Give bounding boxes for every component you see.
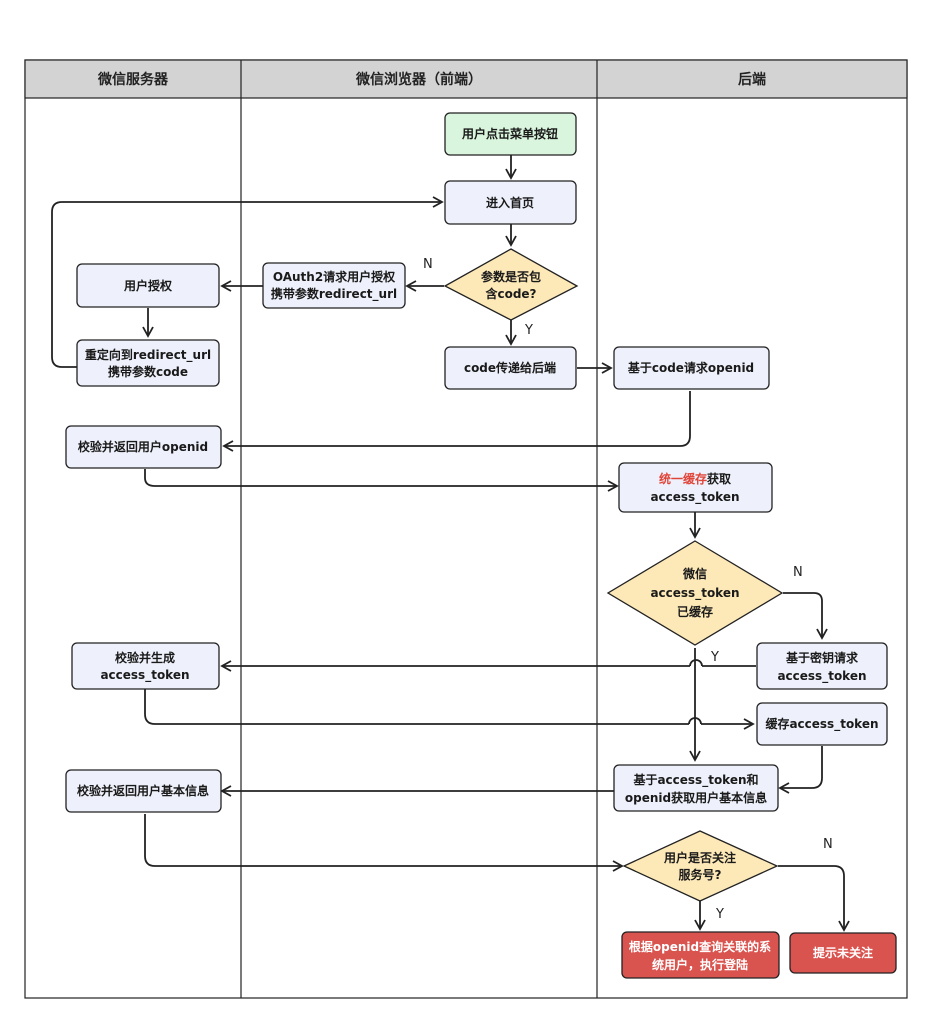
node-query-and-login: 根据openid查询关联的系 统用户，执行登陆 bbox=[621, 931, 780, 979]
node-click-menu: 用户点击菜单按钮 bbox=[444, 112, 577, 156]
node-not-followed: 提示未关注 bbox=[789, 932, 897, 974]
decision-follows-line1: 用户是否关注 bbox=[663, 850, 736, 865]
node-get-user-info-line1: 基于access_token和 bbox=[632, 772, 758, 788]
decision-has-code: 参数是否包 含code? bbox=[443, 248, 579, 321]
node-click-menu-text: 用户点击菜单按钮 bbox=[461, 126, 558, 141]
decision-follows-service: 用户是否关注 服务号? bbox=[622, 830, 779, 902]
node-unified-cache: 统一缓存获取 access_token bbox=[618, 462, 773, 513]
decision-token-cached-line1: 微信 bbox=[682, 566, 707, 581]
node-code-to-backend: code传递给后端 bbox=[444, 346, 577, 390]
node-not-followed-text: 提示未关注 bbox=[813, 945, 873, 960]
decision-has-code-line1: 参数是否包 bbox=[481, 269, 541, 284]
decision-has-code-line2: 含code? bbox=[485, 286, 536, 301]
arrow-not-cached bbox=[783, 592, 828, 640]
node-unified-cache-line1: 统一缓存获取 bbox=[659, 471, 731, 486]
node-request-by-secret-line1: 基于密钥请求 bbox=[785, 650, 859, 665]
arrow-store-to-info bbox=[778, 746, 823, 794]
arrow-gen-right-a bbox=[144, 689, 689, 725]
arrow-follow-no bbox=[778, 865, 850, 932]
node-enter-home: 进入首页 bbox=[444, 180, 577, 225]
node-oauth-request: OAuth2请求用户授权 携带参数redirect_url bbox=[262, 262, 406, 309]
node-query-login-line2: 统用户，执行登陆 bbox=[652, 957, 748, 972]
arrow-request-openid bbox=[222, 391, 691, 452]
node-get-user-info-line2: openid获取用户基本信息 bbox=[625, 790, 767, 805]
node-generate-token: 校验并生成 access_token bbox=[71, 642, 220, 690]
node-request-openid: 基于code请求openid bbox=[613, 346, 770, 390]
label-y-code: Y bbox=[524, 323, 533, 338]
node-verify-openid: 校验并返回用户openid bbox=[65, 425, 222, 469]
node-get-user-info: 基于access_token和 openid获取用户基本信息 bbox=[613, 764, 779, 812]
node-redirect-line2: 携带参数code bbox=[108, 364, 188, 379]
node-unified-cache-highlight: 统一缓存 bbox=[659, 471, 707, 486]
node-oauth-line2: 携带参数redirect_url bbox=[271, 286, 397, 302]
node-return-info-text: 校验并返回用户基本信息 bbox=[77, 783, 209, 798]
node-request-openid-text: 基于code请求openid bbox=[627, 360, 754, 375]
node-unified-cache-line2: access_token bbox=[650, 490, 739, 505]
lane-header-bar bbox=[24, 59, 908, 99]
node-redirect: 重定向到redirect_url 携带参数code bbox=[76, 339, 220, 387]
node-enter-home-text: 进入首页 bbox=[486, 195, 534, 210]
arrow-redirect-to-home bbox=[51, 196, 444, 368]
lane-title-wechat-server: 微信服务器 bbox=[97, 71, 169, 88]
node-store-token-text: 缓存access_token bbox=[765, 716, 878, 732]
label-n-follow: N bbox=[823, 837, 833, 852]
decision-token-cached: 微信 access_token 已缓存 bbox=[606, 540, 784, 646]
arrow-secret-hop bbox=[689, 659, 703, 667]
node-generate-token-line1: 校验并生成 bbox=[115, 650, 175, 665]
label-y-cached: Y bbox=[710, 650, 719, 665]
decision-token-cached-line2: access_token bbox=[650, 586, 739, 601]
node-request-by-secret: 基于密钥请求 access_token bbox=[756, 642, 888, 690]
node-store-token: 缓存access_token bbox=[756, 702, 888, 746]
node-code-to-backend-text: code传递给后端 bbox=[464, 360, 556, 375]
node-oauth-line1: OAuth2请求用户授权 bbox=[273, 269, 396, 284]
decision-follows-line2: 服务号? bbox=[679, 867, 722, 882]
lane-title-backend: 后端 bbox=[738, 71, 766, 88]
node-request-by-secret-line2: access_token bbox=[777, 669, 866, 684]
node-verify-openid-text: 校验并返回用户openid bbox=[78, 439, 208, 454]
arrow-openid-to-cache bbox=[144, 469, 619, 492]
node-return-info: 校验并返回用户基本信息 bbox=[65, 769, 222, 813]
node-user-auth: 用户授权 bbox=[76, 263, 220, 308]
label-y-follow: Y bbox=[715, 907, 724, 922]
node-user-auth-text: 用户授权 bbox=[123, 278, 173, 293]
decision-token-cached-line3: 已缓存 bbox=[677, 604, 713, 619]
connectors bbox=[51, 155, 850, 932]
node-query-login-line1: 根据openid查询关联的系 bbox=[629, 939, 771, 954]
lane-title-wechat-browser: 微信浏览器（前端） bbox=[355, 71, 482, 88]
arrow-gen-hop bbox=[688, 717, 702, 725]
label-n-cached: N bbox=[793, 565, 803, 580]
node-unified-cache-rest: 获取 bbox=[706, 471, 731, 486]
node-generate-token-line2: access_token bbox=[100, 668, 189, 683]
label-n-code: N bbox=[423, 257, 433, 272]
arrow-info-to-follow bbox=[144, 814, 624, 872]
node-redirect-line1: 重定向到redirect_url bbox=[85, 347, 211, 363]
